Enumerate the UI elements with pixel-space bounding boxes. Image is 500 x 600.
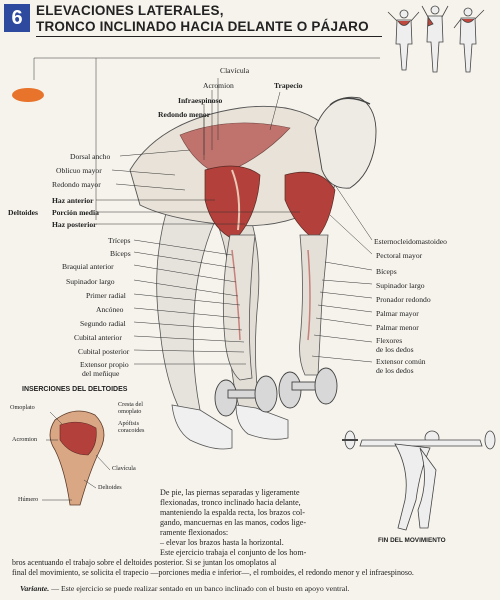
label-infraespinoso: Infraespinoso bbox=[178, 96, 223, 105]
label-palmar-menor: Palmar menor bbox=[376, 323, 419, 332]
ins-label-cresta-1: Cresta del bbox=[118, 401, 143, 408]
end-position-figure bbox=[342, 430, 496, 531]
insertions-drawing bbox=[42, 410, 111, 506]
label-extensor-comun-2: de los dedos bbox=[376, 366, 414, 375]
label-haz-posterior: Haz posterior bbox=[52, 220, 97, 229]
main-figure bbox=[129, 96, 377, 450]
desc-line-2: flexionadas, tronco inclinado hacia dela… bbox=[160, 498, 301, 507]
label-pronador-redondo: Pronador redondo bbox=[376, 295, 431, 304]
desc-line-6: – elevar los brazos hasta la horizontal. bbox=[160, 538, 284, 547]
label-braquial-anterior: Braquial anterior bbox=[62, 262, 114, 271]
orange-oval-marker bbox=[12, 88, 44, 102]
label-biceps-right: Bíceps bbox=[376, 267, 397, 276]
title-line-1: ELEVACIONES LATERALES, bbox=[36, 3, 224, 18]
label-clavicula: Clavícula bbox=[220, 66, 250, 75]
description-block: De pie, las piernas separadas y ligerame… bbox=[160, 488, 328, 558]
label-supinador-largo-right: Supinador largo bbox=[376, 281, 425, 290]
label-flexores-2: de los dedos bbox=[376, 345, 414, 354]
dumbbell-right bbox=[278, 367, 338, 409]
title-rule bbox=[36, 36, 382, 37]
label-haz-anterior: Haz anterior bbox=[52, 196, 94, 205]
ins-label-clavicula: Clavícula bbox=[112, 465, 136, 472]
label-cubital-posterior: Cubital posterior bbox=[78, 347, 130, 356]
label-extensor-propio-1: Extensor propio bbox=[80, 360, 129, 369]
thumbnail-figures bbox=[387, 5, 485, 73]
label-redondo-mayor: Redondo mayor bbox=[52, 180, 101, 189]
label-esternocleidomastoideo: Esternocleidomastoideo bbox=[374, 237, 447, 246]
thumbnail-figure-back bbox=[387, 9, 420, 71]
label-primer-radial: Primer radial bbox=[86, 291, 126, 300]
desc-line-5: ramente flexionados: bbox=[160, 528, 229, 537]
ins-label-cresta-2: omoplato bbox=[118, 408, 142, 415]
ins-label-deltoides: Deltoides bbox=[98, 484, 122, 491]
label-redondo-menor: Redondo menor bbox=[158, 110, 211, 119]
label-segundo-radial: Segundo radial bbox=[80, 319, 126, 328]
label-deltoides: Deltoides bbox=[8, 208, 38, 217]
exercise-number-badge: 6 bbox=[4, 4, 30, 32]
ins-label-acromion: Acromion bbox=[12, 436, 38, 443]
insertions-title: INSERCIONES DEL DELTOIDES bbox=[22, 386, 128, 393]
variant-note: Variante. — Este ejercicio se puede real… bbox=[20, 584, 349, 593]
label-dorsal-ancho: Dorsal ancho bbox=[70, 152, 111, 161]
end-position-caption: FIN DEL MOVIMIENTO bbox=[378, 537, 446, 544]
label-flexores-1: Flexores bbox=[376, 336, 403, 345]
label-oblicuo-mayor: Oblicuo mayor bbox=[56, 166, 102, 175]
label-extensor-propio-2: del meñique bbox=[82, 369, 120, 378]
variant-text: — Este ejercicio se puede realizar senta… bbox=[49, 584, 350, 593]
desc-line-1: De pie, las piernas separadas y ligerame… bbox=[160, 488, 300, 497]
page-title: ELEVACIONES LATERALES, TRONCO INCLINADO … bbox=[36, 3, 369, 35]
title-line-2: TRONCO INCLINADO HACIA DELANTE O PÁJARO bbox=[36, 19, 369, 34]
ins-label-omoplato: Omoplato bbox=[10, 404, 35, 411]
label-triceps: Tríceps bbox=[108, 236, 131, 245]
label-pectoral-mayor: Pectoral mayor bbox=[376, 251, 423, 260]
ins-label-apofisis-2: coracoides bbox=[118, 427, 145, 434]
label-palmar-mayor: Palmar mayor bbox=[376, 309, 419, 318]
ins-label-humero: Húmero bbox=[18, 496, 39, 503]
label-supinador-largo-left: Supinador largo bbox=[66, 277, 115, 286]
label-porcion-media: Porción media bbox=[52, 208, 99, 217]
dumbbell-left bbox=[214, 375, 278, 417]
desc-line-9: final del movimiento, se solicita el tra… bbox=[12, 568, 414, 577]
desc-line-3: manteniendo la espalda recta, los brazos… bbox=[160, 508, 305, 517]
ins-label-apofisis-1: Apófisis bbox=[118, 420, 139, 427]
thumbnail-figure-side bbox=[453, 7, 485, 73]
desc-line-7: Este ejercicio trabaja el conjunto de lo… bbox=[160, 548, 307, 557]
thumbnail-figure-front bbox=[421, 5, 449, 73]
label-extensor-comun-1: Extensor común bbox=[376, 357, 426, 366]
label-cubital-anterior: Cubital anterior bbox=[74, 333, 122, 342]
desc-line-8: bros acentuando el trabajo sobre el delt… bbox=[12, 558, 277, 567]
label-acromion-top: Acromion bbox=[203, 81, 234, 90]
label-biceps-left: Bíceps bbox=[110, 249, 131, 258]
leader-lines bbox=[33, 57, 380, 365]
label-trapecio: Trapecio bbox=[274, 81, 303, 90]
desc-line-4: gando, mancuernas en las manos, codos li… bbox=[160, 518, 307, 527]
description-tail: bros acentuando el trabajo sobre el delt… bbox=[12, 558, 492, 578]
label-anconeo: Ancóneo bbox=[96, 305, 124, 314]
variant-label: Variante. bbox=[20, 584, 50, 593]
